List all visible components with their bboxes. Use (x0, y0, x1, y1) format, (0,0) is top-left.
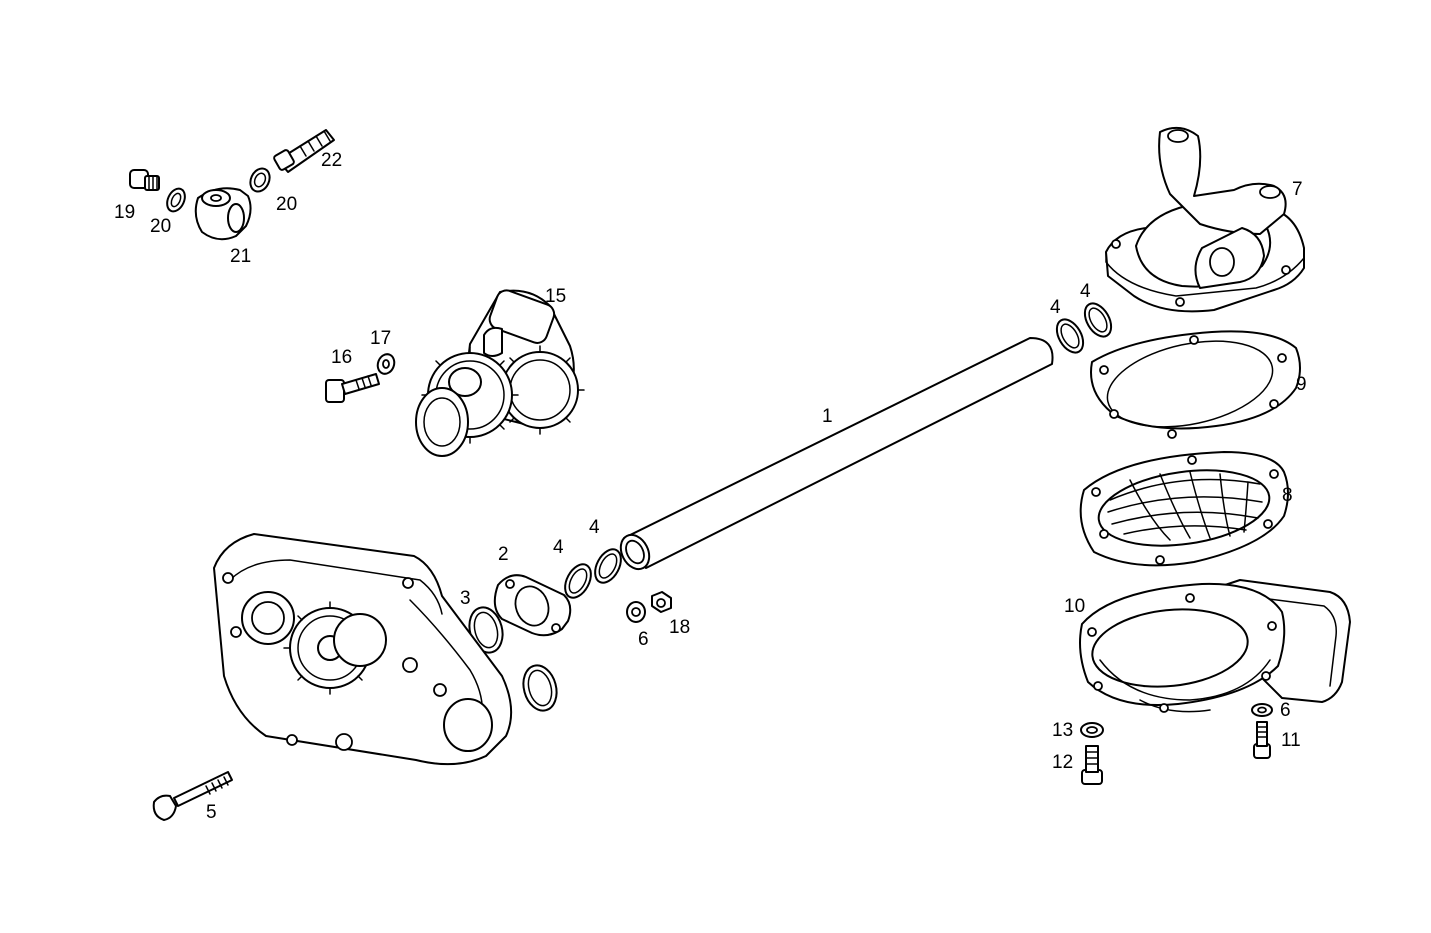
washer-6-right (1251, 703, 1273, 717)
callout-12: 12 (1052, 752, 1073, 773)
o-ring-4-a (564, 563, 592, 599)
callout-11: 11 (1281, 730, 1301, 751)
callout-10: 10 (1064, 596, 1085, 617)
nut-18 (651, 591, 672, 613)
callout-6-middle: 6 (638, 629, 649, 650)
callout-4-a: 4 (553, 537, 564, 558)
plug-screw-19 (129, 169, 160, 191)
callout-13: 13 (1052, 720, 1073, 741)
callout-22: 22 (321, 150, 342, 171)
washer-17 (376, 353, 396, 375)
o-ring-4-c (1055, 318, 1085, 354)
bolt-11 (1253, 721, 1271, 759)
washer-6-middle (626, 601, 646, 623)
strainer-screen-8 (1079, 451, 1289, 567)
callout-7: 7 (1292, 179, 1303, 200)
pickup-housing-7 (1105, 126, 1305, 313)
callout-15: 15 (545, 286, 566, 307)
callout-16: 16 (331, 347, 352, 368)
pickup-body-10 (1079, 579, 1351, 713)
callout-20-left: 20 (150, 216, 171, 237)
gasket-9 (1090, 330, 1301, 439)
callout-2: 2 (498, 544, 509, 565)
callout-18: 18 (669, 617, 690, 638)
flange-2 (493, 574, 572, 637)
callout-19: 19 (114, 202, 135, 223)
callout-6-right: 6 (1280, 700, 1291, 721)
callout-1: 1 (822, 406, 833, 427)
o-ring-3-lower (522, 664, 558, 712)
seal-ring-20-left (166, 187, 186, 213)
callout-4-b: 4 (589, 517, 600, 538)
washer-13 (1080, 722, 1104, 738)
banjo-bolt-22 (273, 129, 335, 173)
callout-20-right: 20 (276, 194, 297, 215)
bolt-5 (152, 771, 233, 821)
o-ring-4-b (594, 548, 622, 584)
callout-8: 8 (1282, 485, 1293, 506)
callout-5: 5 (206, 802, 217, 823)
bolt-16 (325, 373, 380, 403)
banjo-fitting-21 (194, 187, 252, 241)
seal-ring-20-right (249, 167, 271, 193)
callout-21: 21 (230, 246, 251, 267)
callout-9: 9 (1296, 374, 1307, 395)
suction-pipe-1 (619, 337, 1054, 571)
callout-4-c: 4 (1050, 297, 1061, 318)
o-ring-4-d (1083, 302, 1113, 338)
gear-pump-15 (415, 289, 585, 457)
callout-17: 17 (370, 328, 391, 349)
callout-4-d: 4 (1080, 281, 1091, 302)
oil-pump-housing (213, 533, 513, 766)
bolt-12 (1081, 745, 1103, 785)
callout-3: 3 (460, 588, 471, 609)
